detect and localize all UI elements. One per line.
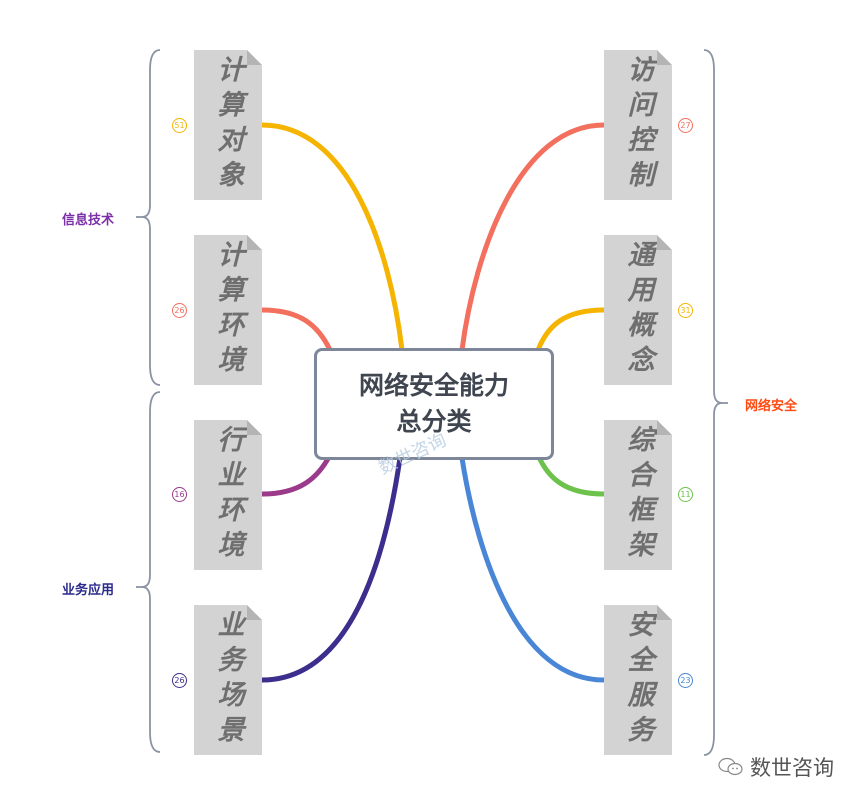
- node-label: 计算对象: [212, 55, 244, 195]
- bracket-left-bottom: [141, 391, 161, 753]
- count-badge: 51: [172, 118, 187, 133]
- count-badge: 31: [678, 303, 693, 318]
- central-topic[interactable]: 网络安全能力 总分类: [314, 348, 554, 460]
- group-label-it: 信息技术: [62, 213, 115, 228]
- node-computing-object[interactable]: 计算对象: [194, 50, 262, 200]
- central-topic-line1: 网络安全能力: [358, 371, 509, 400]
- node-label: 通用概念: [622, 240, 654, 380]
- node-label: 行业环境: [212, 425, 244, 565]
- branch-line: [459, 122, 607, 353]
- count-badge: 26: [172, 673, 187, 688]
- count-badge: 27: [678, 118, 693, 133]
- node-general-concept[interactable]: 通用概念: [604, 235, 672, 385]
- footer-brand: 数世咨询: [718, 752, 834, 782]
- node-security-service[interactable]: 安全服务: [604, 605, 672, 755]
- node-label: 访问控制: [622, 55, 654, 195]
- central-topic-line2: 总分类: [396, 407, 472, 436]
- node-industry-environment[interactable]: 行业环境: [194, 420, 262, 570]
- node-computing-environment[interactable]: 计算环境: [194, 235, 262, 385]
- node-access-control[interactable]: 访问控制: [604, 50, 672, 200]
- node-label: 安全服务: [622, 610, 654, 750]
- node-label: 计算环境: [212, 240, 244, 380]
- footer-brand-text: 数世咨询: [750, 756, 834, 780]
- branch-line: [535, 307, 607, 353]
- bracket-right: [703, 49, 723, 756]
- count-badge: 16: [172, 487, 187, 502]
- group-label-security: 网络安全: [745, 399, 798, 414]
- branch-line: [259, 452, 333, 497]
- count-badge: 23: [678, 673, 693, 688]
- node-label: 综合框架: [622, 425, 654, 565]
- branch-line: [259, 122, 405, 353]
- node-label: 业务场景: [212, 610, 244, 750]
- branch-line: [535, 452, 607, 497]
- branch-line: [259, 455, 403, 683]
- bracket-left-top: [141, 49, 161, 386]
- group-label-business: 业务应用: [62, 583, 115, 598]
- wechat-icon: [718, 757, 743, 776]
- node-business-scenario[interactable]: 业务场景: [194, 605, 262, 755]
- branch-line: [259, 307, 333, 353]
- branch-line: [459, 455, 607, 683]
- node-framework[interactable]: 综合框架: [604, 420, 672, 570]
- count-badge: 11: [678, 487, 693, 502]
- count-badge: 26: [172, 303, 187, 318]
